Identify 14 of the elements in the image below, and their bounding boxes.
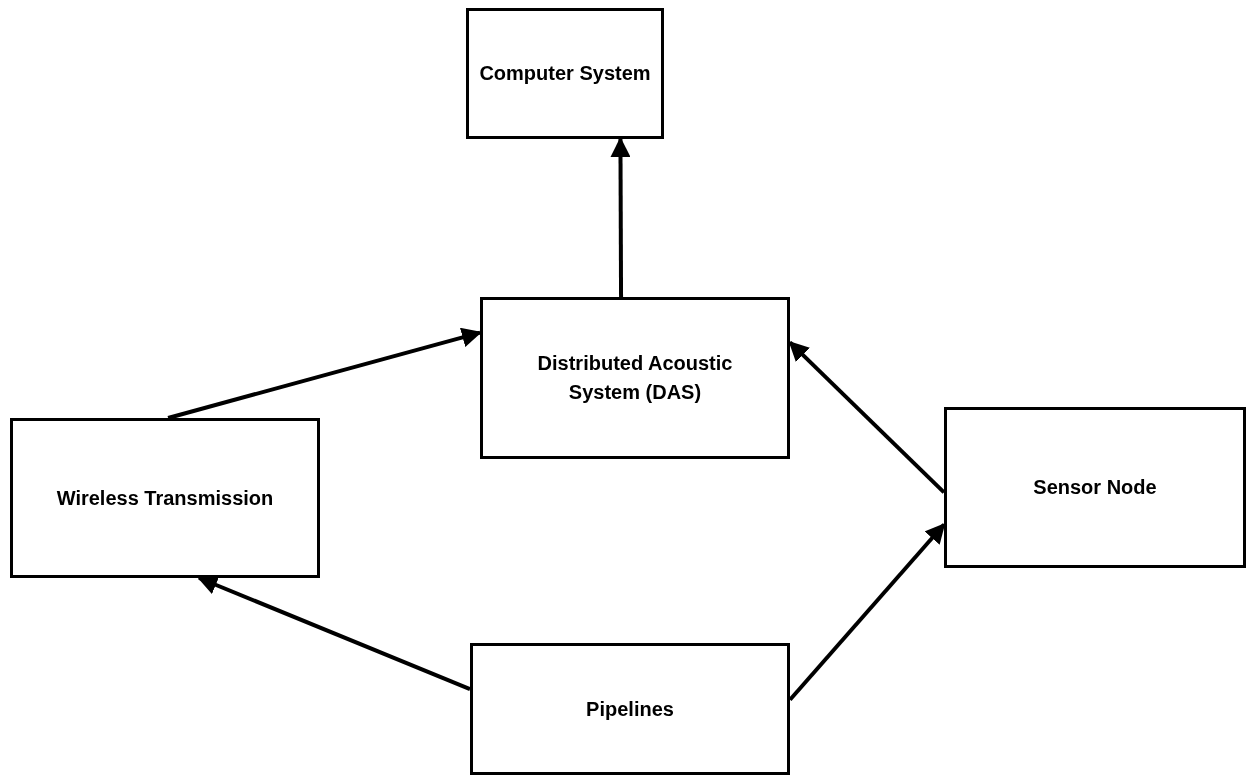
box-label: Wireless Transmission bbox=[56, 485, 274, 511]
box-label: Sensor Node bbox=[1033, 475, 1157, 500]
box-label: Distributed Acoustic System (DAS) bbox=[536, 351, 734, 405]
process-box bbox=[10, 418, 320, 578]
box-label: Pipelines bbox=[586, 696, 674, 722]
process-box bbox=[466, 8, 664, 139]
process-box bbox=[480, 297, 790, 459]
arrow bbox=[610, 137, 631, 297]
arrow bbox=[167, 327, 482, 420]
process-box bbox=[944, 407, 1246, 568]
process-box bbox=[470, 643, 790, 775]
arrow bbox=[788, 523, 946, 702]
arrow bbox=[788, 340, 946, 494]
box-label: Computer System bbox=[479, 61, 651, 86]
